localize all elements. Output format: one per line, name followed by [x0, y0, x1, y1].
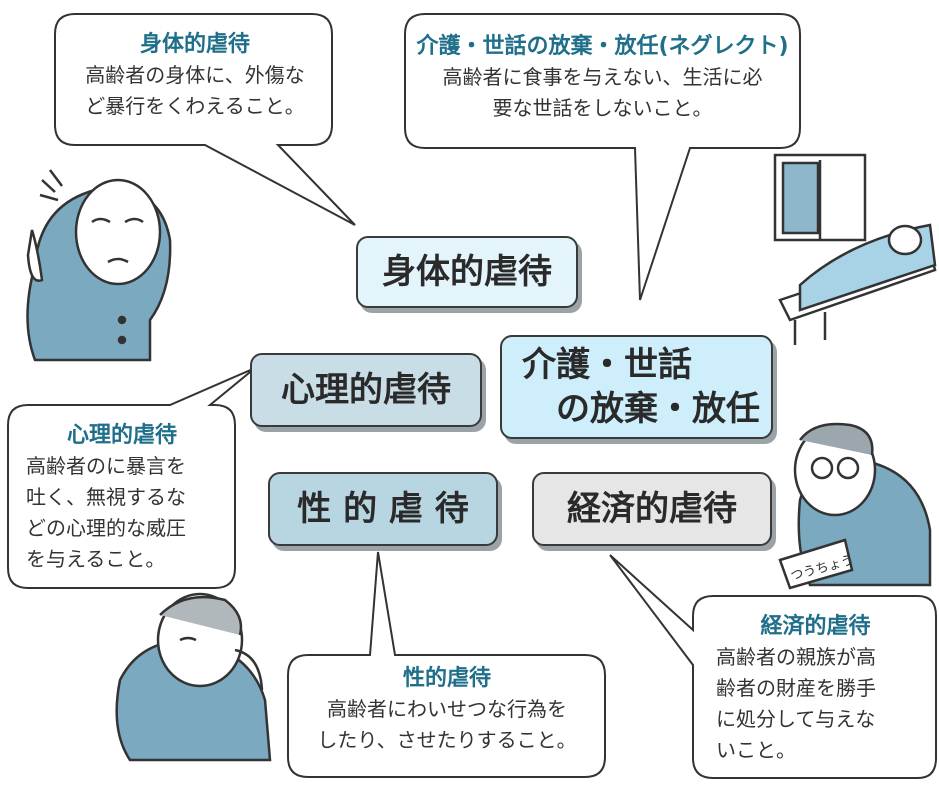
category-neglect: 介護・世話 の放棄・放任 — [500, 335, 773, 439]
physical-bubble-body: 高齢者の身体に、外傷な ど暴行をくわえること。 — [85, 63, 305, 118]
physical-bubble-title: 身体的虐待 — [139, 32, 250, 57]
neglect-bubble-text: 介護・世話の放棄・放任(ネグレクト) 高齢者に食事を与えない、生活に必 要な世話… — [410, 32, 795, 124]
psychological-bubble-text: 心理的虐待 高齢者のに暴言を 吐く、無視するな どの心理的な威圧 を与えること。 — [12, 421, 232, 575]
economic-bubble-title: 経済的虐待 — [760, 614, 871, 639]
economic-elder-illustration — [778, 422, 932, 590]
sexual-bubble-text: 性的虐待 高齢者にわいせつな行為を したり、させたりすること。 — [292, 664, 602, 756]
neglect-bubble-title: 介護・世話の放棄・放任(ネグレクト) — [416, 34, 789, 59]
economic-bubble-text: 経済的虐待 高齢者の親族が高 齢者の財産を勝手 に処分して与えな いこと。 — [698, 612, 933, 766]
sexual-bubble-title: 性的虐待 — [402, 666, 491, 691]
psychological-bubble — [7, 367, 256, 589]
economic-bubble-body: 高齢者の親族が高 齢者の財産を勝手 に処分して与えな いこと。 — [716, 645, 876, 762]
injured-elder-illustration — [26, 169, 172, 362]
category-psychological-label: 心理的虐待 — [281, 370, 451, 410]
category-psychological: 心理的虐待 — [250, 353, 482, 427]
category-economic-label: 経済的虐待 — [567, 489, 737, 529]
category-sexual: 性 的 虐 待 — [268, 472, 498, 546]
physical-bubble-text: 身体的虐待 高齢者の身体に、外傷な ど暴行をくわえること。 — [60, 30, 330, 122]
category-physical-label: 身体的虐待 — [382, 252, 552, 292]
sexual-bubble-body: 高齢者にわいせつな行為を したり、させたりすること。 — [317, 697, 577, 752]
economic-bubble — [609, 554, 937, 779]
category-physical: 身体的虐待 — [356, 236, 578, 308]
neglect-bubble-body: 高齢者に食事を与えない、生活に必 要な世話をしないこと。 — [442, 65, 763, 120]
psychological-bubble-title: 心理的虐待 — [66, 423, 177, 448]
sexual-bubble — [287, 551, 606, 778]
category-neglect-label: 介護・世話 の放棄・放任 — [522, 345, 760, 429]
bedridden-elder-illustration — [773, 153, 937, 345]
category-economic: 経済的虐待 — [532, 472, 772, 546]
psychological-bubble-body: 高齢者のに暴言を 吐く、無視するな どの心理的な威圧 を与えること。 — [26, 454, 186, 571]
category-sexual-label: 性 的 虐 待 — [297, 489, 469, 529]
distressed-elder-illustration — [115, 592, 272, 762]
neglect-bubble — [404, 13, 801, 301]
physical-bubble — [54, 13, 356, 226]
